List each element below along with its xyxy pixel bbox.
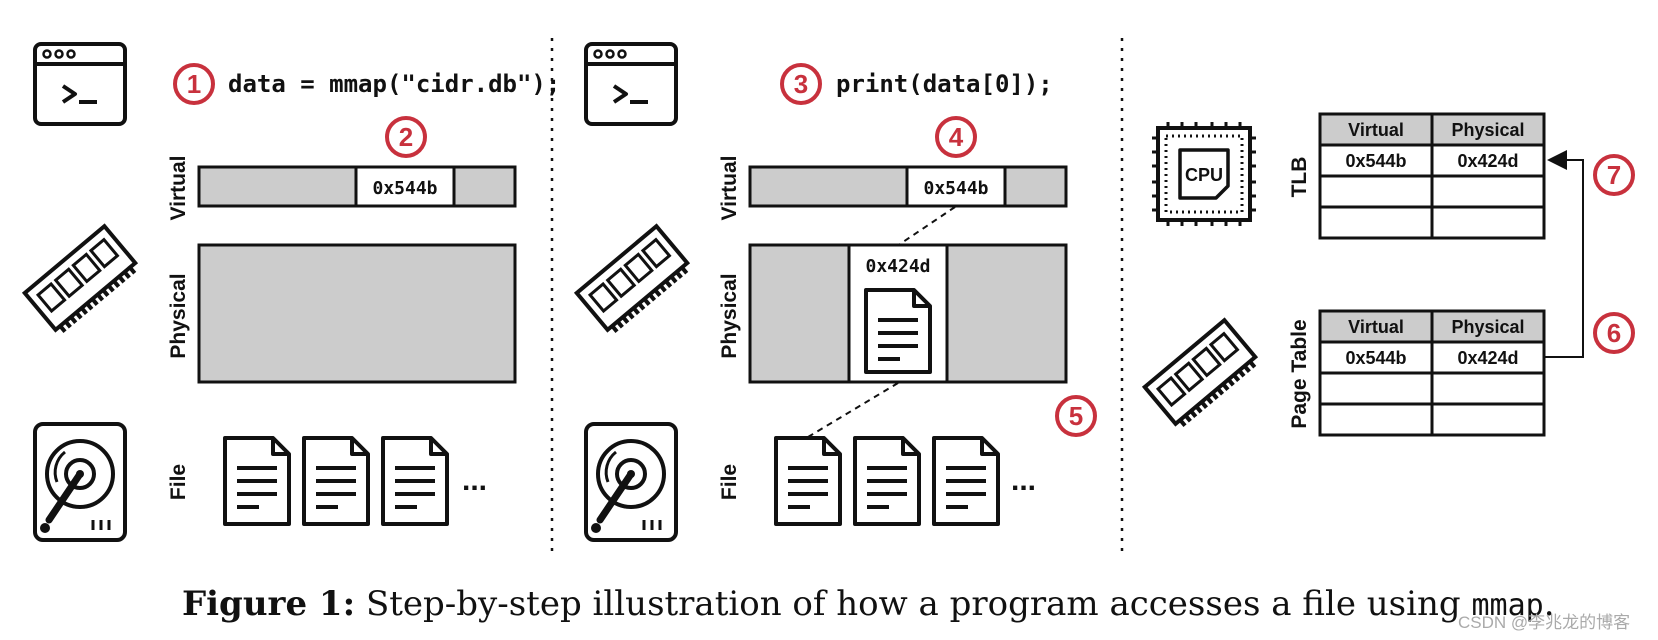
virtual-page: [905, 165, 1007, 208]
physical-address: 0x424d: [865, 256, 930, 277]
ram-icon: [21, 223, 139, 333]
file-icon: [774, 436, 842, 526]
tlb-label: TLB: [1288, 157, 1311, 198]
step-1-badge: 1: [173, 63, 215, 105]
file-icon: [302, 436, 370, 526]
svg-text:6: 6: [1607, 318, 1621, 348]
ram-icon: [1141, 317, 1259, 427]
svg-text:4: 4: [949, 122, 964, 152]
terminal-icon: [584, 42, 678, 126]
tlb-header-virtual: Virtual: [1348, 120, 1404, 140]
ram-icon: [573, 223, 691, 333]
hard-disk-icon: [584, 422, 678, 542]
terminal-icon: [33, 42, 127, 126]
virtual-page: [354, 165, 456, 208]
pt-header-physical: Physical: [1451, 317, 1524, 337]
svg-text:3: 3: [794, 69, 808, 99]
panel-2: 3 print(data[0]); 4 Virtual: [573, 42, 1097, 542]
tlb-cell-virtual: 0x544b: [1345, 151, 1406, 171]
step-5-badge: 5: [1055, 395, 1097, 437]
step-7-badge: 7: [1593, 154, 1635, 196]
mapping-line: [807, 382, 899, 438]
svg-text:1: 1: [187, 69, 201, 99]
virtual-address: 0x544b: [372, 178, 437, 199]
svg-text:2: 2: [399, 122, 413, 152]
mapped-file-icon: [864, 288, 932, 374]
svg-text:7: 7: [1607, 160, 1621, 190]
step-3-badge: 3: [780, 63, 822, 105]
panel-1: 1 data = mmap("cidr.db"); 2: [21, 42, 560, 542]
step-2-badge: 2: [385, 116, 427, 158]
physical-label: Physical: [167, 273, 190, 358]
figure-caption: Figure 1: Step-by-step illustration of h…: [182, 584, 1555, 624]
svg-text:5: 5: [1069, 401, 1083, 431]
caption-text: Step-by-step illustration of how a progr…: [355, 584, 1472, 624]
mapping-line: [899, 206, 956, 245]
svg-text:CPU: CPU: [1185, 165, 1223, 185]
file-icon: [853, 436, 921, 526]
step-4-badge: 4: [935, 116, 977, 158]
virtual-label: Virtual: [167, 156, 190, 221]
virtual-label: Virtual: [718, 156, 741, 221]
pt-header-virtual: Virtual: [1348, 317, 1404, 337]
hard-disk-icon: [33, 422, 127, 542]
file-icon: [932, 436, 1000, 526]
tlb-header-physical: Physical: [1451, 120, 1524, 140]
file-label: File: [718, 464, 741, 500]
cpu-icon: CPU: [1152, 122, 1256, 226]
caption-code: mmap: [1471, 588, 1544, 623]
watermark: CSDN @李兆龙的博客: [1458, 613, 1631, 632]
file-icon: [223, 436, 291, 526]
virtual-address: 0x544b: [923, 178, 988, 199]
page-table-label: Page Table: [1288, 319, 1311, 428]
print-code: print(data[0]);: [836, 70, 1053, 98]
physical-memory-box: [197, 243, 517, 384]
panel-3: CPU: [1141, 112, 1635, 437]
step-6-badge: 6: [1593, 312, 1635, 354]
tlb-cell-physical: 0x424d: [1457, 151, 1518, 171]
caption-suffix: .: [1543, 584, 1555, 624]
pt-cell-virtual: 0x544b: [1345, 348, 1406, 368]
file-label: File: [167, 464, 190, 500]
caption-prefix: Figure 1:: [182, 584, 356, 624]
ellipsis: ...: [462, 464, 487, 497]
tlb-table: Virtual Physical 0x544b 0x424d: [1318, 112, 1546, 240]
file-icon: [381, 436, 449, 526]
physical-label: Physical: [718, 273, 741, 358]
tlb-fill-arrow: [1545, 150, 1584, 358]
page-table: Virtual Physical 0x544b 0x424d: [1318, 309, 1546, 437]
ellipsis: ...: [1011, 464, 1036, 497]
mmap-code: data = mmap("cidr.db");: [228, 70, 560, 98]
pt-cell-physical: 0x424d: [1457, 348, 1518, 368]
